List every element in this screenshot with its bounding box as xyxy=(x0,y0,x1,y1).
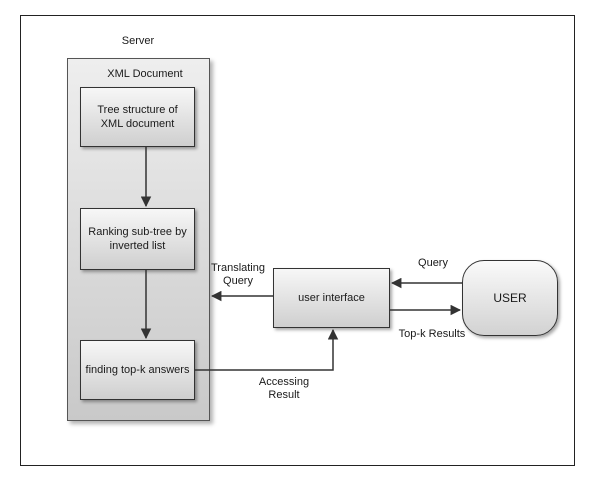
xml-document-label: XML Document xyxy=(107,68,183,80)
translating-query-label: Translating Query xyxy=(210,262,265,287)
server-label: Server xyxy=(121,35,155,47)
accessing-result-label: Accessing Result xyxy=(258,376,310,401)
accessing-result-arrow xyxy=(195,328,339,371)
diagram-frame xyxy=(20,15,575,466)
query-label: Query xyxy=(418,257,448,269)
finding-topk-node: finding top-k answers xyxy=(80,340,195,400)
user-interface-node: user interface xyxy=(273,268,390,328)
topk-results-label: Top-k Results xyxy=(398,328,466,340)
tree-structure-node: Tree structure of XML document xyxy=(80,87,195,147)
user-node: USER xyxy=(462,260,558,336)
ranking-subtree-node: Ranking sub-tree by inverted list xyxy=(80,208,195,270)
